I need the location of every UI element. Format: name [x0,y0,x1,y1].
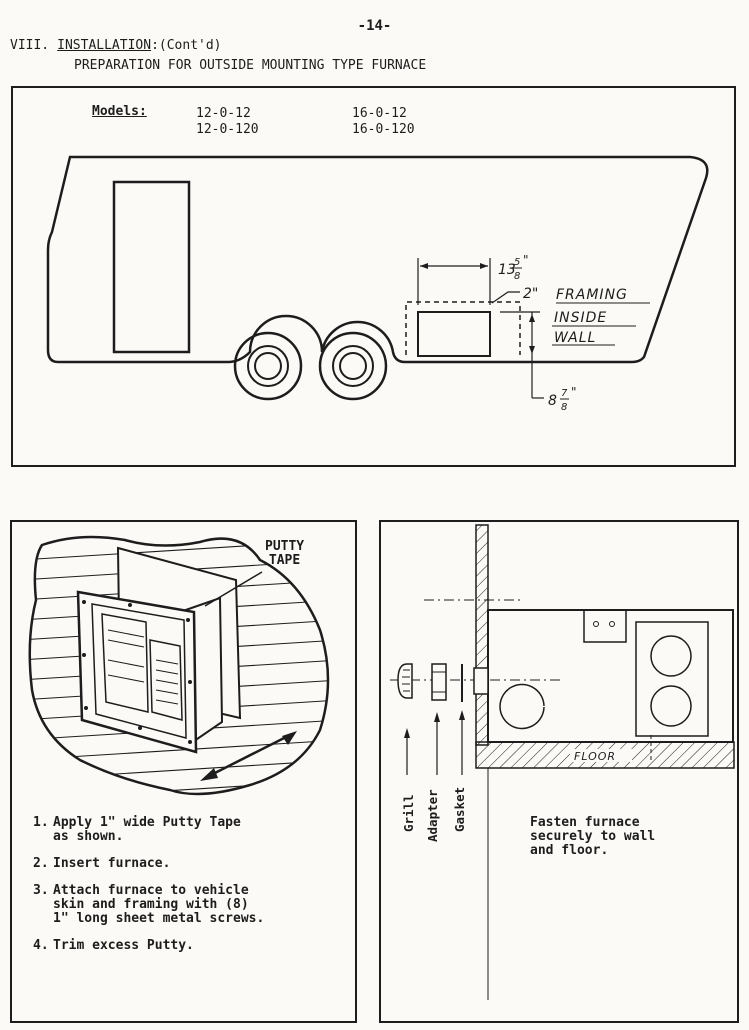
adapter-part [431,663,447,701]
width-unit: " [523,253,529,267]
section-figure-frame [379,520,739,1023]
model-code: 16-0-12 [352,106,407,121]
adapter-label: Adapter [425,789,440,842]
grill-part [397,663,413,699]
wall-section-outline [28,535,330,796]
fasten-note-line: and floor. [530,843,609,858]
step-number: 2. [33,856,49,871]
step-item: 1. Apply 1" wide Putty Tape as shown. [33,816,264,844]
step-text: Attach furnace to vehicle skin and frami… [53,883,265,926]
step-text: Trim excess Putty. [53,938,194,953]
width-fraction-den: 8 [514,271,520,282]
fasten-note-line: Fasten furnace [530,815,640,830]
step-item: 4. Trim excess Putty. [33,939,264,953]
page-number: -14- [357,18,392,34]
furnace-control-box [583,609,627,643]
height-fraction-num: 7 [561,388,568,399]
furnace-body [487,609,734,743]
furnace-burner-box [635,621,709,737]
model-code: 12-0-12 [196,106,251,121]
section-numeral: VIII. [10,38,50,53]
wall-section [475,524,489,746]
height-fraction-den: 8 [561,402,567,413]
model-code: 12-0-120 [196,122,259,137]
step-number: 3. [33,883,49,898]
section-subtitle: PREPARATION FOR OUTSIDE MOUNTING TYPE FU… [74,58,427,73]
putty-figure-frame [10,520,357,1023]
section-title: INSTALLATION [57,38,152,53]
framing-dashed-outline [405,301,521,355]
step-item: 3. Attach furnace to vehicle skin and fra… [33,884,264,926]
furnace-opening [417,311,491,357]
putty-callout-line: TAPE [268,553,301,568]
floor-label: FLOOR [574,750,616,763]
framing-text: WALL [554,330,596,346]
height-unit: " [571,385,577,399]
putty-tape-callout: PUTTY TAPE [265,540,304,568]
framing-text: FRAMING [556,287,628,303]
section-suffix: :(Cont'd) [151,38,222,53]
fasten-note-line: securely to wall [530,829,656,844]
height-whole: 8 [548,393,557,409]
width-whole: 13 [498,262,516,278]
step-item: 2. Insert furnace. [33,857,264,871]
grill-label: Grill [401,794,416,832]
putty-steps: 1. Apply 1" wide Putty Tape as shown. 2. I… [33,816,264,966]
trailer-drawing: 13 5 8 " 2" FRAMING INSIDE WALL 8 7 8 " [46,155,709,413]
gasket-label: Gasket [452,786,467,832]
step-number: 4. [33,938,49,953]
step-text: Insert furnace. [53,856,171,871]
models-label: Models: [92,104,147,119]
trailer-door [112,180,191,354]
putty-callout-leader [204,571,263,607]
putty-width-arrow [200,731,297,781]
trailer-figure-frame [11,86,736,467]
wheel-rear [233,331,303,401]
fasten-note: Fasten furnace securely to wall and floo… [530,816,655,858]
step-number: 1. [33,815,49,830]
wheel-front [318,331,388,401]
model-code: 16-0-120 [352,122,415,137]
framing-text: INSIDE [554,310,607,326]
depth-dimension: 2" [523,286,538,302]
step-text: Apply 1" wide Putty Tape as shown. [53,815,241,844]
putty-callout-line: PUTTY [265,539,305,554]
width-fraction-num: 5 [514,257,520,268]
section-heading: VIII. INSTALLATION:(Cont'd) [10,38,222,53]
furnace-blower [499,683,545,730]
